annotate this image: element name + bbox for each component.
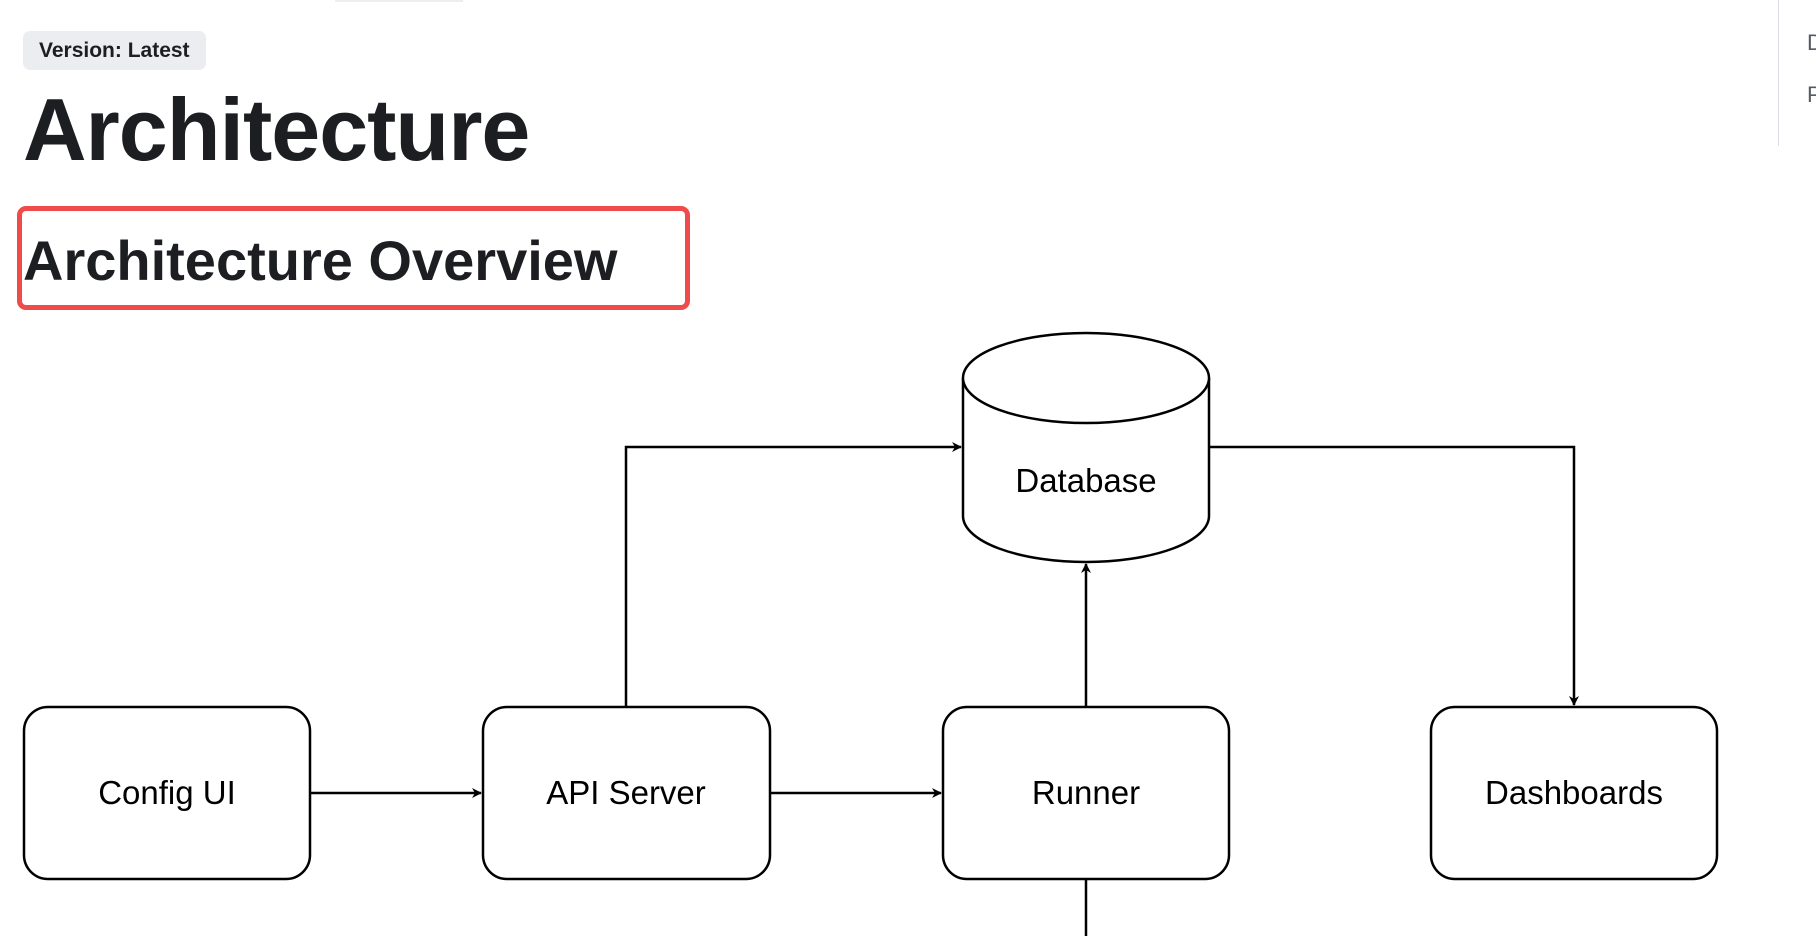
page-title: Architecture (23, 80, 530, 179)
version-badge: Version: Latest (23, 31, 206, 70)
database-label: Database (1015, 462, 1156, 499)
toc-item-1[interactable]: D (1807, 30, 1816, 55)
config-ui-label: Config UI (98, 774, 236, 811)
config-ui-node[interactable]: Config UI (22, 705, 312, 881)
section-heading[interactable]: Architecture Overview (23, 229, 618, 292)
top-tab-indicator (335, 0, 463, 2)
database-node[interactable]: Database (961, 331, 1211, 564)
section-highlight-box (17, 206, 690, 310)
table-of-contents: D P (1778, 0, 1816, 146)
dashboards-label: Dashboards (1485, 774, 1663, 811)
arrow-api-server-to-database (624, 442, 962, 707)
database-cylinder-body (961, 378, 1211, 564)
api-server-node[interactable]: API Server (481, 705, 772, 881)
runner-node[interactable]: Runner (941, 705, 1231, 881)
api-server-label: API Server (546, 774, 706, 811)
arrow-database-to-dashboards (1209, 445, 1579, 706)
dashboards-node[interactable]: Dashboards (1429, 705, 1719, 881)
runner-label: Runner (1032, 774, 1140, 811)
toc-item-2[interactable]: P (1807, 82, 1816, 107)
database-cylinder-top (961, 331, 1211, 425)
